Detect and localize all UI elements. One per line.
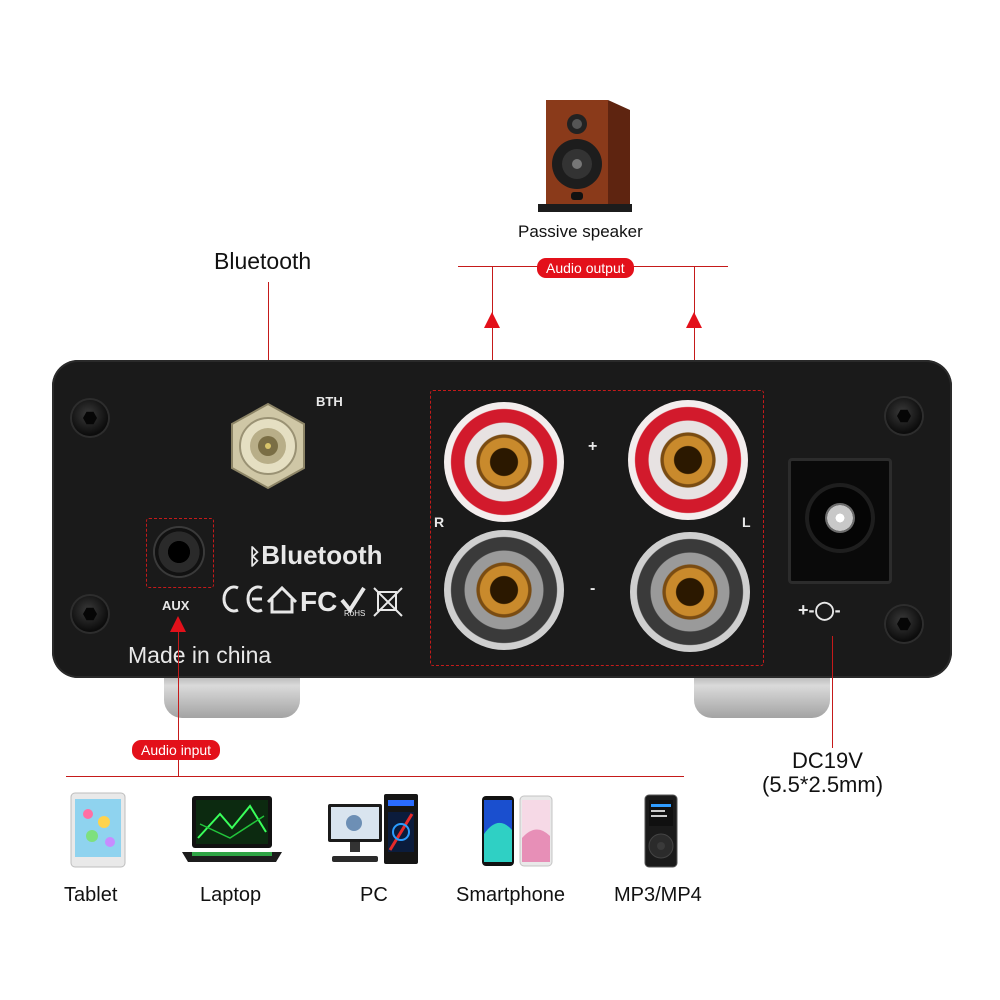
svg-text:FC: FC <box>300 586 337 617</box>
laptop-icon <box>180 794 284 864</box>
tablet-icon <box>70 792 126 868</box>
power-line <box>832 636 833 748</box>
audio-input-badge: Audio input <box>132 740 221 760</box>
screw-icon <box>72 400 108 436</box>
speaker-label: Passive speaker <box>518 222 643 241</box>
mp3-player-icon <box>644 794 678 868</box>
bth-label: BTH <box>316 394 343 409</box>
made-in-china-label: Made in china <box>128 642 272 668</box>
smartphone-icon <box>480 794 554 868</box>
bluetooth-logo-text: Bluetooth <box>261 540 383 570</box>
device-label-mp3-mp4: MP3/MP4 <box>614 884 702 906</box>
output-arrow-r-icon <box>484 312 500 328</box>
left-channel-label: L <box>742 514 751 530</box>
terminal-r-minus-icon[interactable] <box>444 530 564 650</box>
bluetooth-logo: ᛒBluetooth <box>248 540 383 571</box>
polarity-text: +-◯- <box>798 600 841 620</box>
device-label-smartphone: Smartphone <box>456 884 565 906</box>
output-arrow-l-icon <box>686 312 702 328</box>
device-label-tablet: Tablet <box>64 884 118 906</box>
screw-icon <box>886 398 922 434</box>
power-polarity-symbol: +-◯- <box>798 600 841 621</box>
amplifier-back-panel: BTH AUX ᛒBluetooth FC RoHS Made in china… <box>52 360 952 678</box>
input-line-vertical <box>178 628 179 776</box>
aux-jack-icon[interactable] <box>155 528 203 576</box>
terminal-l-plus-icon[interactable] <box>628 400 748 520</box>
screw-icon <box>72 596 108 632</box>
speaker-terminals-highlight <box>430 390 764 666</box>
pc-icon <box>326 792 422 868</box>
dc-power-jack-icon[interactable] <box>788 458 892 584</box>
passive-speaker-image <box>538 96 632 212</box>
svg-text:RoHS: RoHS <box>344 609 365 618</box>
terminal-l-minus-icon[interactable] <box>630 532 750 652</box>
input-arrow-icon <box>170 616 186 632</box>
antenna-connector-icon <box>222 400 314 492</box>
bluetooth-rune-icon: ᛒ <box>248 544 262 569</box>
minus-label: - <box>590 580 596 597</box>
aux-label: AUX <box>162 598 190 613</box>
aux-highlight <box>146 518 214 588</box>
screw-icon <box>886 606 922 642</box>
certification-marks: FC RoHS <box>218 578 418 618</box>
power-label-line1: DC19V <box>792 748 863 773</box>
audio-output-badge: Audio output <box>537 258 634 278</box>
terminal-r-plus-icon[interactable] <box>444 402 564 522</box>
power-label-line2: (5.5*2.5mm) <box>762 772 884 797</box>
plus-label: + <box>588 438 598 455</box>
input-line-horizontal <box>66 776 684 777</box>
bluetooth-label: Bluetooth <box>214 248 312 274</box>
right-channel-label: R <box>434 514 445 530</box>
device-label-laptop: Laptop <box>200 884 262 906</box>
device-label-pc: PC <box>360 884 388 906</box>
